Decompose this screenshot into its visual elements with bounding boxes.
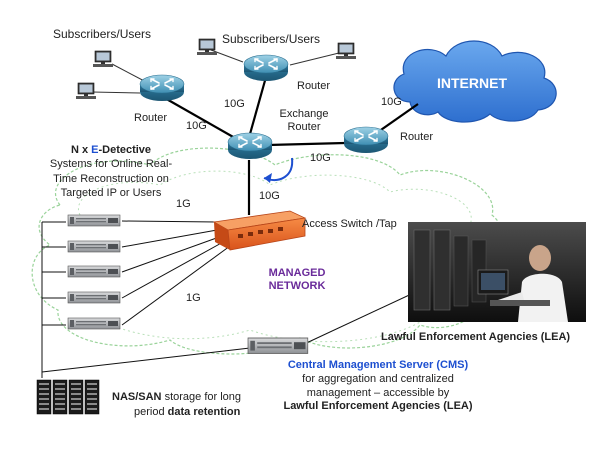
- link-left-router-exchange: [162, 96, 243, 143]
- pc-icon: [335, 42, 357, 60]
- edetective-prefix: N x: [70, 144, 92, 156]
- edetective-line3: Time Reconstruction on: [53, 172, 169, 185]
- storage-rack: [52, 379, 68, 415]
- edetective-server: [67, 214, 121, 227]
- edetective-title: N x E-Detective: [35, 143, 187, 157]
- link-right-router-internet: [377, 103, 419, 133]
- lea-photo: [408, 222, 586, 322]
- link-top-router-exchange: [248, 76, 268, 135]
- storage-line1-bold: NAS/SAN: [112, 391, 162, 403]
- exchange-router: [227, 132, 273, 160]
- router-top-label: Router: [297, 80, 331, 92]
- edetective-label: N x E-Detective Systems for Online Real-…: [35, 143, 187, 200]
- exchange-router-label-line2: Router: [287, 120, 321, 133]
- edetective-server: [67, 317, 121, 330]
- cms-line3: management – accessible by: [306, 386, 450, 399]
- storage-line2: period data retention: [112, 405, 241, 420]
- edetective-server: [67, 240, 121, 253]
- link-label-switch: 10G: [259, 190, 280, 202]
- link-label-servers-top: 1G: [176, 198, 191, 210]
- edetective-suffix: -Detective: [98, 144, 152, 156]
- storage-line1: NAS/SAN storage for long: [112, 390, 241, 405]
- managed-network-line2: NETWORK: [268, 279, 326, 292]
- storage-line2-bold: data retention: [167, 405, 241, 418]
- link-label-servers-bottom: 1G: [186, 292, 201, 304]
- storage-line1-rest: storage for long: [161, 391, 242, 403]
- storage-label: NAS/SAN storage for long period data ret…: [112, 390, 241, 420]
- edetective-server: [67, 265, 121, 278]
- links: [162, 76, 419, 215]
- internet-label: INTERNET: [437, 75, 507, 91]
- managed-network-cloud-lower: [99, 319, 421, 343]
- router-right-label: Router: [400, 131, 434, 143]
- edetective-line2: Systems for Online Real-: [49, 158, 173, 171]
- router-top: [243, 54, 289, 82]
- link-label-internet: 10G: [381, 96, 402, 108]
- lea-label: Lawful Enforcement Agencies (LEA): [381, 331, 571, 343]
- cms-title: Central Management Server (CMS): [287, 359, 469, 371]
- storage-rack: [68, 379, 84, 415]
- mirror-arrow-head: [264, 173, 272, 183]
- subscribers-top-label: Subscribers/Users: [222, 32, 321, 46]
- link-label-top-router: 10G: [224, 98, 245, 110]
- link-label-right-router: 10G: [310, 152, 331, 164]
- subscribers-left-label: Subscribers/Users: [53, 27, 152, 41]
- cms-label: Central Management Server (CMS) for aggr…: [262, 359, 494, 414]
- edetective-server: [67, 291, 121, 304]
- edetective-line4: Targeted IP or Users: [60, 186, 162, 199]
- router-right: [343, 126, 389, 154]
- storage-rack: [36, 379, 52, 415]
- router-left-label: Router: [134, 112, 168, 124]
- pc-icon: [75, 82, 97, 100]
- pc-icon: [196, 38, 218, 56]
- storage-line2-prefix: period: [134, 405, 168, 418]
- internet-cloud: [393, 40, 557, 123]
- router-left: [139, 74, 185, 102]
- cms-line2: for aggregation and centralized: [302, 372, 454, 385]
- pc-icon: [92, 50, 114, 68]
- cms-server: [247, 337, 309, 355]
- exchange-router-label: Exchange Router: [274, 108, 334, 133]
- access-switch-label: Access Switch /Tap: [302, 218, 397, 230]
- managed-network-label: MANAGED NETWORK: [262, 267, 332, 292]
- storage-rack: [84, 379, 100, 415]
- server-links: [41, 220, 421, 378]
- managed-network-line1: MANAGED: [268, 267, 326, 279]
- access-switch: [212, 210, 307, 251]
- exchange-router-label-line1: Exchange: [279, 108, 329, 120]
- link-label-left-router: 10G: [186, 120, 207, 132]
- edetective-e-letter: E: [91, 144, 99, 156]
- cms-line4: Lawful Enforcement Agencies (LEA): [283, 400, 473, 413]
- link-exchange-right-router: [267, 141, 346, 147]
